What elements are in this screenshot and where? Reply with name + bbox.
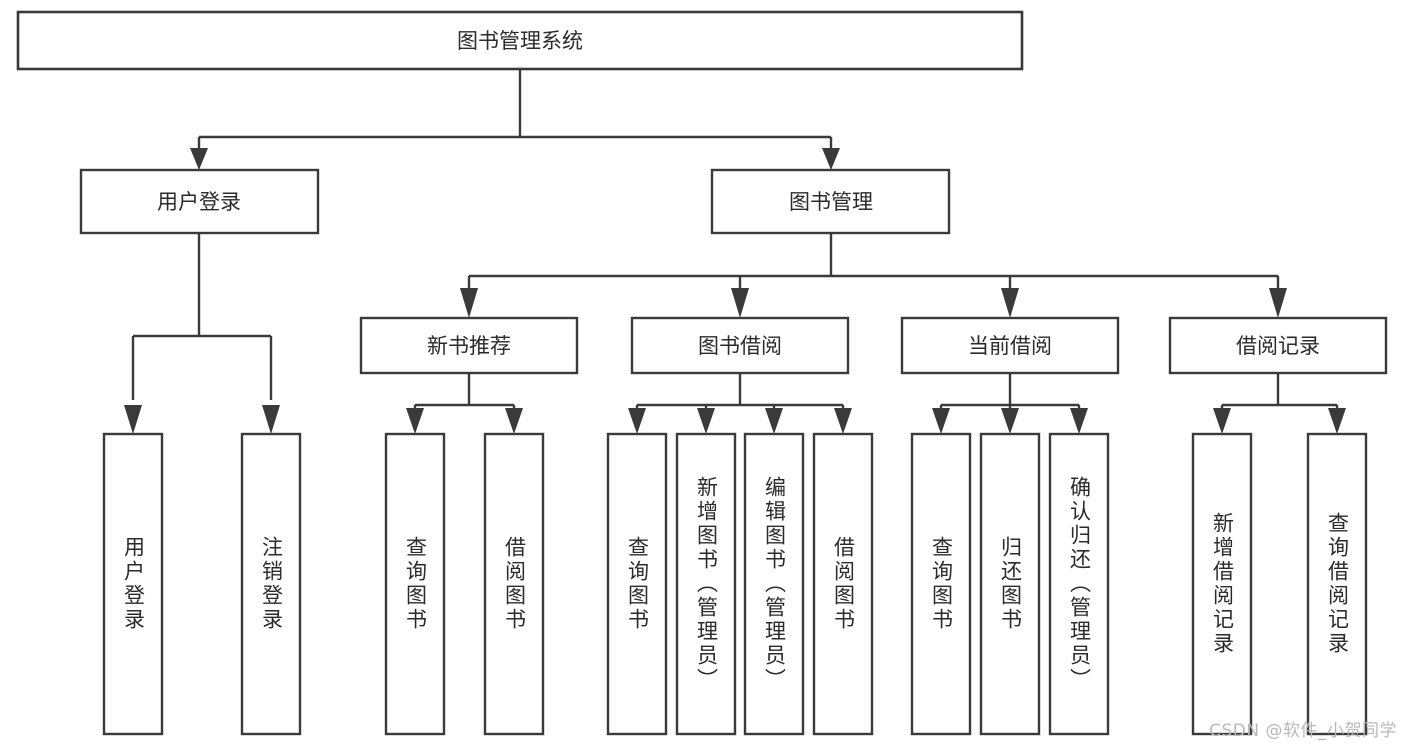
- watermark-text: CSDN @软件_小贺同学: [1209, 721, 1397, 741]
- connector-group-user-login: [124, 233, 280, 434]
- node-label-book-manage: 图书管理: [789, 190, 873, 214]
- arrow-head-leaf-edit-book: [765, 408, 783, 434]
- node-box-leaf-user-logout[interactable]: [240, 432, 302, 736]
- connector-group-borrow-record: [1213, 373, 1346, 434]
- node-box-root[interactable]: [16, 10, 1024, 71]
- node-box-leaf-query-book-2[interactable]: [606, 432, 668, 736]
- arrow-head-leaf-add-book: [697, 408, 715, 434]
- arrow-head-leaf-user-logout: [262, 405, 280, 434]
- node-box-book-borrow[interactable]: [630, 316, 850, 375]
- node-box-leaf-query-book-3[interactable]: [910, 432, 972, 736]
- connector-group-current-borrow: [932, 373, 1088, 434]
- node-box-leaf-return-book[interactable]: [979, 432, 1041, 736]
- arrow-head-leaf-borrow-book-1: [505, 408, 523, 434]
- node-label-book-borrow: 图书借阅: [698, 334, 782, 358]
- arrow-head-leaf-query-book-2: [628, 408, 646, 434]
- arrow-head-leaf-add-record: [1213, 408, 1231, 434]
- node-label-borrow-record: 借阅记录: [1236, 334, 1320, 358]
- connector-group-book-borrow: [628, 373, 852, 434]
- node-box-leaf-user-login[interactable]: [102, 432, 164, 736]
- node-box-leaf-query-record[interactable]: [1306, 432, 1368, 736]
- node-box-current-borrow[interactable]: [900, 316, 1120, 375]
- connector-group-root: [190, 69, 840, 170]
- node-box-user-login[interactable]: [79, 168, 320, 235]
- node-box-book-manage[interactable]: [710, 168, 951, 235]
- arrow-head-leaf-confirm-return: [1070, 408, 1088, 434]
- arrow-head-book-manage: [822, 148, 840, 170]
- node-label-user-login: 用户登录: [157, 190, 241, 214]
- arrow-head-leaf-query-book-1: [406, 408, 424, 434]
- arrow-head-borrow-record: [1269, 288, 1287, 318]
- node-box-leaf-edit-book[interactable]: [743, 432, 805, 736]
- arrow-head-leaf-query-book-3: [932, 408, 950, 434]
- node-box-leaf-borrow-book-1[interactable]: [483, 432, 545, 736]
- node-box-new-book-recommend[interactable]: [359, 316, 579, 375]
- arrow-head-leaf-user-login: [124, 405, 142, 434]
- node-box-leaf-add-book[interactable]: [675, 432, 737, 736]
- node-label-new-book-recommend: 新书推荐: [427, 334, 511, 358]
- arrow-head-user-login: [190, 148, 208, 170]
- arrow-head-leaf-borrow-book-2: [834, 408, 852, 434]
- arrow-head-new-book-recommend: [460, 288, 478, 318]
- node-box-leaf-query-book-1[interactable]: [384, 432, 446, 736]
- arrow-head-current-borrow: [1001, 288, 1019, 318]
- node-label-root: 图书管理系统: [457, 29, 583, 53]
- arrow-head-leaf-query-record: [1328, 408, 1346, 434]
- connector-group-new-book-recommend: [406, 373, 523, 434]
- arrow-head-book-borrow: [731, 288, 749, 318]
- node-box-leaf-confirm-return[interactable]: [1048, 432, 1110, 736]
- arrow-head-leaf-return-book: [1001, 408, 1019, 434]
- node-box-leaf-add-record[interactable]: [1191, 432, 1253, 736]
- node-box-leaf-borrow-book-2[interactable]: [812, 432, 874, 736]
- node-box-borrow-record[interactable]: [1168, 316, 1388, 375]
- node-label-current-borrow: 当前借阅: [968, 334, 1052, 358]
- connector-group-book-manage: [460, 233, 1287, 318]
